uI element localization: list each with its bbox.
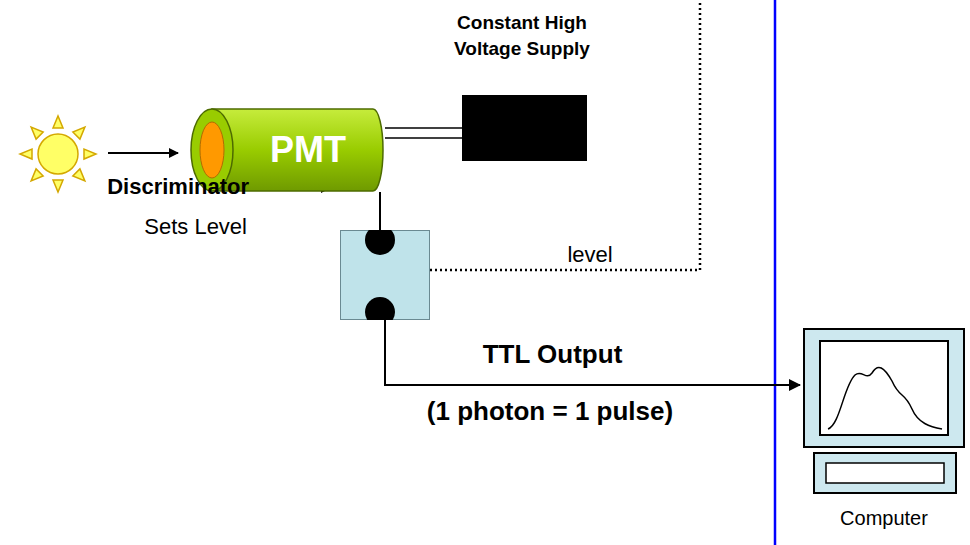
computer-shape xyxy=(800,325,968,497)
signal-note: (1 photon = 1 pulse) xyxy=(330,396,770,427)
connector xyxy=(385,128,462,138)
connector xyxy=(380,192,381,230)
pmt-label: PMT xyxy=(238,108,378,192)
computer-label: Computer xyxy=(800,507,968,530)
divider-line xyxy=(774,0,777,545)
light-source-sun xyxy=(20,116,96,192)
supply-label: Constant High Voltage Supply xyxy=(402,10,642,62)
computer-icon: Computer xyxy=(800,325,968,535)
supply-body xyxy=(462,95,587,161)
discriminator-note: Sets Level xyxy=(144,214,247,240)
connector-dots xyxy=(340,230,430,320)
edge-label: TTL Output xyxy=(480,339,626,370)
power-supply-box: Constant High Voltage Supply xyxy=(462,10,587,161)
connector xyxy=(385,320,800,385)
level-label: level xyxy=(540,242,640,268)
discriminator-box: DiscriminatorSets Level xyxy=(340,230,430,320)
discriminator-label: Discriminator xyxy=(107,174,249,200)
light-arrow xyxy=(108,152,178,154)
